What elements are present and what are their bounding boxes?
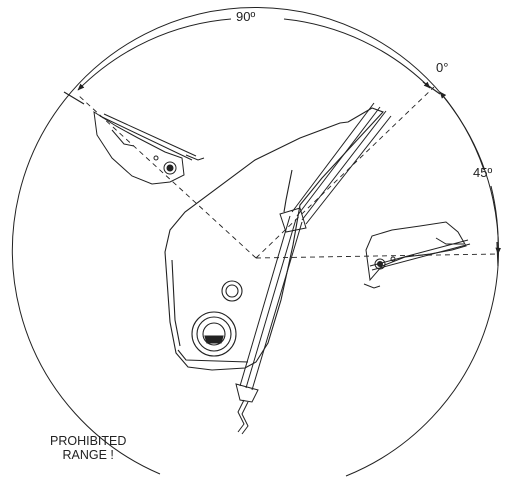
angle-label-0: 0° bbox=[436, 60, 449, 75]
extension-ticks bbox=[63, 81, 499, 267]
ghost-bracket-45 bbox=[363, 221, 471, 289]
range-circle bbox=[11, 7, 499, 477]
prohibited-range-line-2: RANGE ! bbox=[62, 448, 114, 463]
fitting-small bbox=[221, 280, 243, 302]
prohibited-range-line-1: PROHIBITED bbox=[50, 434, 127, 448]
dimension-arc-45 bbox=[439, 91, 502, 255]
dimension-arc-90 bbox=[77, 18, 431, 91]
reference-lines bbox=[77, 86, 498, 259]
bracket-body bbox=[164, 107, 384, 371]
angle-label-45: 45º bbox=[473, 165, 493, 180]
prohibited-range-label: PROHIBITED RANGE ! bbox=[50, 434, 126, 463]
fitting-large bbox=[191, 311, 237, 357]
mounting-arm bbox=[235, 102, 392, 435]
angle-label-90: 90º bbox=[236, 9, 256, 24]
ghost-bracket-90 bbox=[93, 111, 205, 185]
